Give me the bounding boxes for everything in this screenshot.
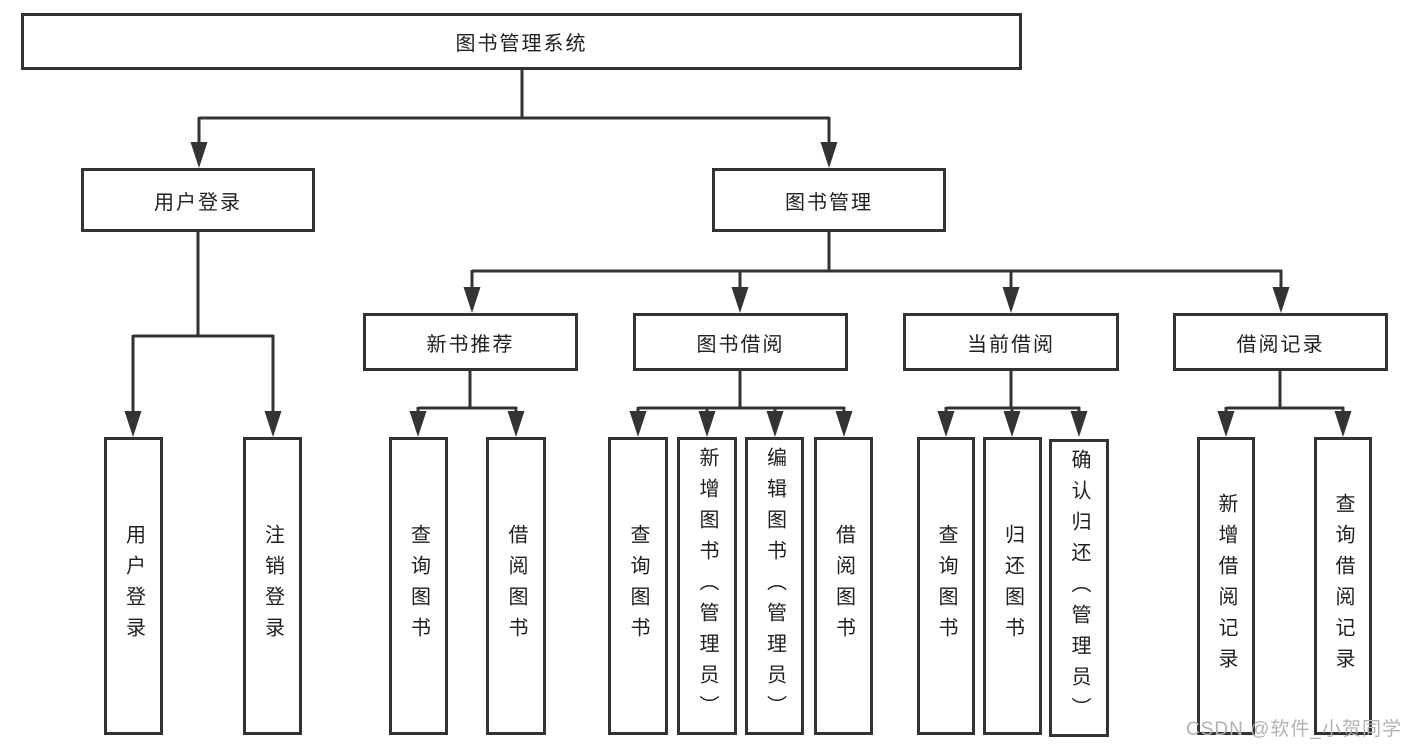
arrowheads [124, 142, 1352, 437]
arrow-down-icon [409, 411, 427, 437]
csdn-watermark: CSDN @软件_小贺同学 [1186, 719, 1402, 740]
connector-lines [131, 70, 1345, 414]
arrow-down-icon [766, 411, 784, 437]
arrow-down-icon [731, 287, 749, 313]
node-label: 编辑图书（管理员） [763, 446, 786, 726]
node-label: 借阅图书 [832, 524, 855, 648]
node-user-login-leaf: 用户登录 [104, 437, 163, 735]
arrow-down-icon [507, 411, 525, 437]
node-label: 用户登录 [122, 524, 145, 648]
node-borrow-books-borrowing: 借阅图书 [814, 437, 873, 735]
arrow-down-icon [1070, 411, 1088, 437]
arrow-down-icon [1002, 287, 1020, 313]
arrow-down-icon [264, 411, 282, 437]
arrow-down-icon [835, 411, 853, 437]
node-label: 当前借阅 [967, 333, 1055, 356]
node-edit-book-admin: 编辑图书（管理员） [745, 437, 804, 735]
node-label: 借阅记录 [1236, 333, 1325, 356]
node-add-borrow-record: 新增借阅记录 [1197, 437, 1255, 735]
node-label: 图书管理 [785, 191, 873, 214]
arrow-down-icon [1272, 287, 1290, 313]
node-label: 图书借阅 [696, 333, 785, 356]
node-user-login: 用户登录 [81, 168, 315, 232]
node-label: 查询借阅记录 [1332, 493, 1354, 679]
arrow-down-icon [629, 411, 647, 437]
node-book-borrowing: 图书借阅 [633, 313, 848, 371]
node-label: 新增图书（管理员） [696, 446, 718, 726]
node-label: 查询图书 [935, 524, 957, 648]
node-label: 查询图书 [407, 524, 430, 648]
node-label: 新书推荐 [426, 333, 515, 356]
node-query-books-current: 查询图书 [917, 437, 975, 735]
node-label: 用户登录 [154, 191, 242, 214]
arrow-down-icon [698, 411, 716, 437]
node-library-management-system: 图书管理系统 [21, 13, 1022, 70]
arrow-down-icon [1334, 411, 1352, 437]
node-current-borrowing: 当前借阅 [903, 313, 1119, 371]
arrow-down-icon [820, 142, 838, 168]
node-confirm-return-admin: 确认归还（管理员） [1049, 439, 1109, 737]
node-borrow-books-recommend: 借阅图书 [486, 437, 546, 735]
node-label: 确认归还（管理员） [1068, 448, 1090, 728]
node-logout: 注销登录 [243, 437, 302, 735]
node-book-management: 图书管理 [712, 168, 946, 232]
node-query-books-borrowing: 查询图书 [608, 437, 668, 735]
node-label: 查询图书 [627, 524, 649, 648]
arrow-down-icon [463, 287, 481, 313]
node-label: 注销登录 [261, 524, 284, 648]
node-query-books-recommend: 查询图书 [389, 437, 448, 735]
node-query-borrow-record: 查询借阅记录 [1314, 437, 1372, 735]
node-label: 借阅图书 [505, 524, 527, 648]
arrow-down-icon [1003, 411, 1021, 437]
node-borrowing-records: 借阅记录 [1173, 313, 1388, 371]
arrow-down-icon [1217, 411, 1235, 437]
node-add-book-admin: 新增图书（管理员） [677, 437, 737, 735]
node-label: 图书管理系统 [455, 33, 588, 55]
arrow-down-icon [124, 411, 142, 437]
arrow-down-icon [937, 411, 955, 437]
node-return-book: 归还图书 [983, 437, 1042, 735]
node-new-book-recommend: 新书推荐 [363, 313, 578, 371]
arrow-down-icon [190, 142, 208, 168]
node-label: 归还图书 [1001, 524, 1024, 648]
node-label: 新增借阅记录 [1215, 493, 1237, 679]
